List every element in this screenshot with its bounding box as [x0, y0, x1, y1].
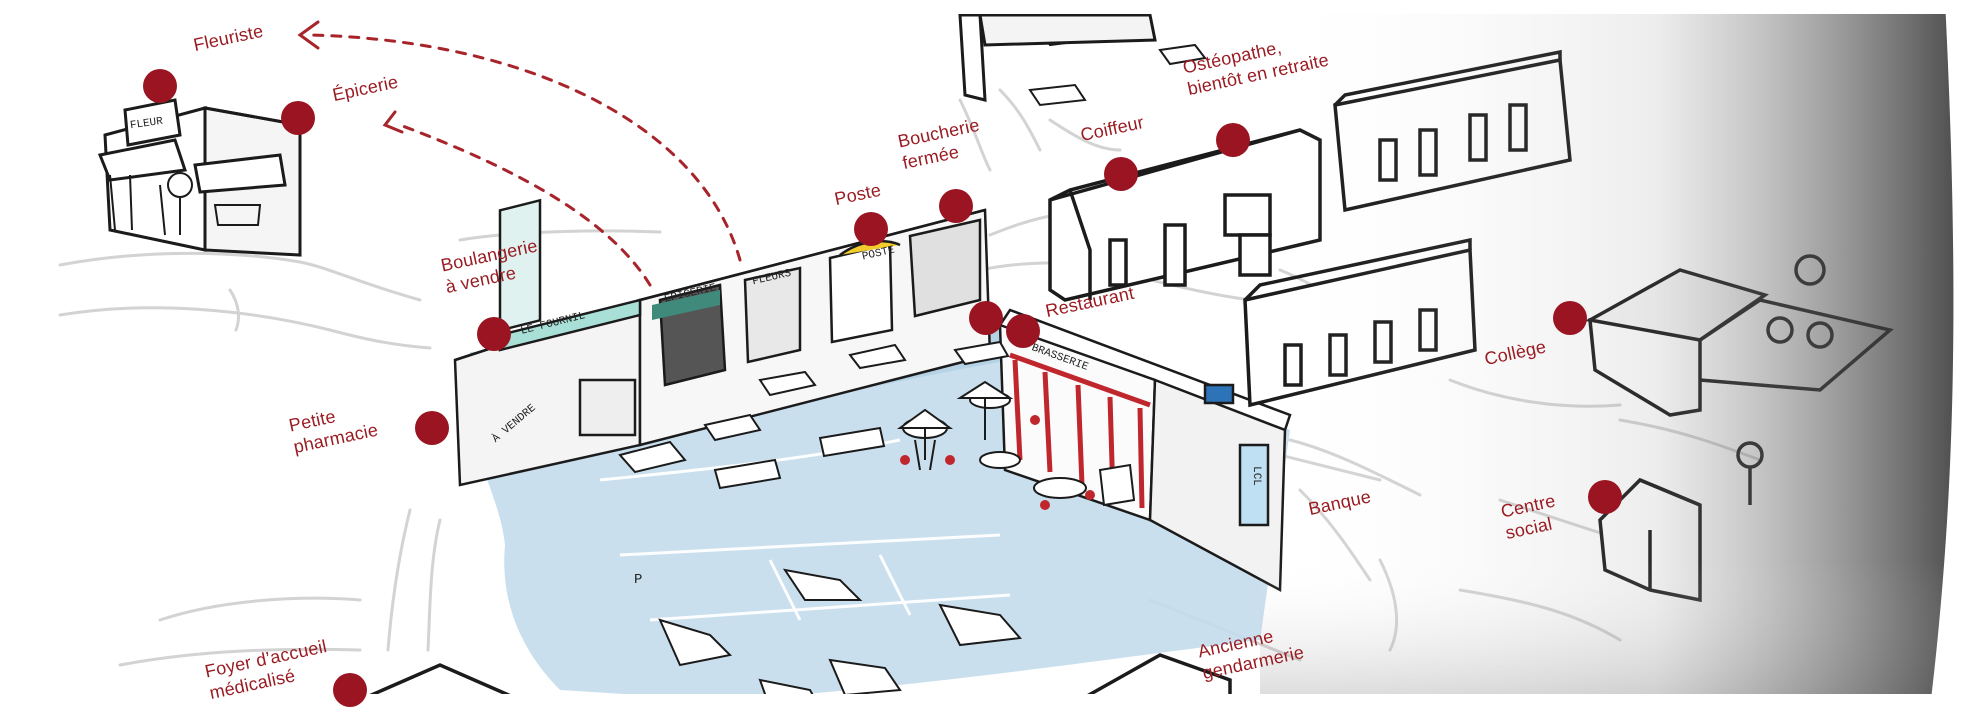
dashed-arrows	[308, 33, 742, 287]
pin-restaurant-b[interactable]	[1006, 314, 1040, 348]
pin-boulangerie[interactable]	[477, 317, 511, 351]
pin-boucherie[interactable]	[939, 189, 973, 223]
pin-epicerie[interactable]	[281, 101, 315, 135]
pin-restaurant-a[interactable]	[969, 301, 1003, 335]
pin-foyer[interactable]	[333, 673, 367, 707]
page-edge	[1930, 0, 1976, 708]
pin-osteopathe[interactable]	[1216, 123, 1250, 157]
pin-poste[interactable]	[854, 212, 888, 246]
umbrellas	[896, 380, 1014, 460]
brasserie-block	[998, 308, 1292, 593]
top-buildings	[958, 13, 1157, 102]
sign-parking: P	[634, 572, 643, 588]
pin-pharmacie[interactable]	[415, 411, 449, 445]
pin-fleuriste[interactable]	[143, 69, 177, 103]
pin-coiffeur[interactable]	[1104, 157, 1138, 191]
cars	[618, 23, 1207, 708]
pin-college[interactable]	[1553, 301, 1587, 335]
pin-centre-social[interactable]	[1588, 480, 1622, 514]
sign-lcl: LCL	[1249, 466, 1262, 486]
left-shops	[97, 98, 302, 257]
arrowheads	[297, 20, 404, 134]
